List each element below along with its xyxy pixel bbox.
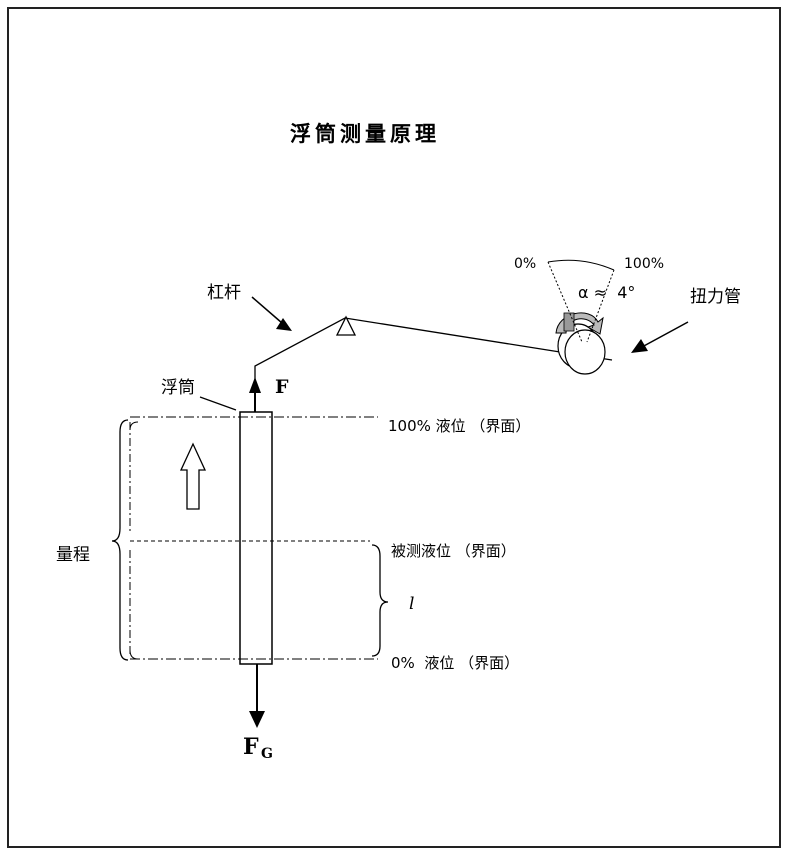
level-measured-label: 被测液位 （界面）: [391, 542, 516, 560]
lever-pointer-line: [251, 296, 283, 324]
torque-tube-label: 扭力管: [690, 287, 741, 307]
float-pointer-line: [199, 396, 237, 411]
lever-pointer-arrow: [276, 318, 292, 331]
angle-line-zero: [547, 261, 583, 343]
angle-arc: [547, 259, 615, 271]
force-up-arrow: [249, 377, 261, 393]
float-label: 浮筒: [161, 378, 195, 398]
force-up-label: F: [275, 376, 289, 398]
range-left-corner-top: [129, 421, 139, 431]
scale-100-label: 100%: [624, 256, 664, 272]
outer-frame: [7, 7, 781, 848]
rising-level-arrow: [179, 442, 207, 510]
level-0-label: 0% 液位 （界面）: [391, 654, 519, 672]
torque-tube-pointer-arrow: [631, 339, 648, 353]
force-gravity-label: F: [243, 734, 259, 760]
torque-tube-disc-front: [564, 329, 606, 375]
range-left-corner-bottom: [129, 649, 139, 660]
lever-label: 杠杆: [207, 283, 241, 303]
scale-0-label: 0%: [514, 256, 536, 272]
torque-tube-pointer-line: [641, 321, 689, 348]
fulcrum-icon: [335, 315, 357, 336]
angle-line-full: [586, 269, 615, 343]
diagram-title: 浮筒测量原理: [290, 121, 440, 146]
gravity-arrow: [249, 711, 265, 728]
force-gravity-subscript: G: [261, 746, 273, 762]
length-brace: [371, 544, 389, 657]
torque-tube-hatch: [563, 312, 575, 332]
angle-label: α ≈ 4°: [578, 283, 635, 302]
float-cylinder: [239, 411, 273, 665]
range-label: 量程: [56, 545, 90, 565]
level-100-label: 100% 液位 （界面）: [388, 417, 530, 435]
range-brace: [111, 419, 129, 661]
length-symbol: l: [409, 594, 414, 614]
